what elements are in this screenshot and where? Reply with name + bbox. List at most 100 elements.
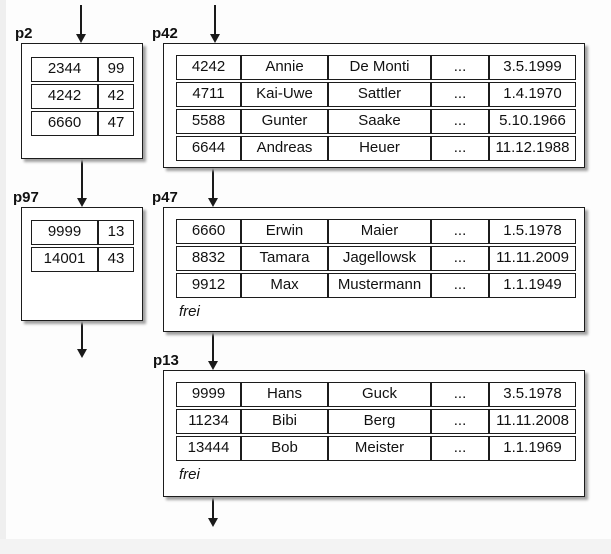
lastname-cell: Guck (328, 382, 431, 407)
id-cell: 6644 (176, 136, 241, 161)
ellipsis-cell: ... (431, 273, 489, 298)
table-row: 2344 99 (31, 57, 134, 82)
pointer-cell: 47 (98, 111, 134, 136)
key-cell: 6660 (31, 111, 98, 136)
page-label-p97: p97 (13, 189, 39, 206)
table-row: 14001 43 (31, 247, 134, 272)
lastname-cell: Saake (328, 109, 431, 134)
pointer-cell: 99 (98, 57, 134, 82)
arrowhead-icon (76, 34, 86, 43)
pointer-cell: 13 (98, 220, 134, 245)
free-space-label: frei (179, 303, 200, 320)
table-row: 8832 Tamara Jagellowsk ... 11.11.2009 (176, 246, 576, 271)
table-row: 5588 Gunter Saake ... 5.10.1966 (176, 109, 576, 134)
lastname-cell: Heuer (328, 136, 431, 161)
table-row: 9999 13 (31, 220, 134, 245)
date-cell: 11.11.2009 (489, 246, 576, 271)
ellipsis-cell: ... (431, 436, 489, 461)
table-row: 6660 47 (31, 111, 134, 136)
lastname-cell: Maier (328, 219, 431, 244)
date-cell: 1.1.1949 (489, 273, 576, 298)
ellipsis-cell: ... (431, 219, 489, 244)
key-cell: 14001 (31, 247, 98, 272)
id-cell: 9999 (176, 382, 241, 407)
arrow-p2-to-p97 (77, 159, 87, 207)
date-cell: 3.5.1978 (489, 382, 576, 407)
arrow-top-to-p42 (210, 5, 220, 43)
data-table-p13: 9999 Hans Guck ... 3.5.1978 11234 Bibi B… (176, 382, 576, 463)
firstname-cell: Tamara (241, 246, 328, 271)
ellipsis-cell: ... (431, 55, 489, 80)
firstname-cell: Andreas (241, 136, 328, 161)
arrowhead-icon (77, 198, 87, 207)
table-row: 4242 Annie De Monti ... 3.5.1999 (176, 55, 576, 80)
id-cell: 6660 (176, 219, 241, 244)
firstname-cell: Erwin (241, 219, 328, 244)
page-label-p42: p42 (152, 25, 178, 42)
date-cell: 1.1.1969 (489, 436, 576, 461)
firstname-cell: Bob (241, 436, 328, 461)
firstname-cell: Gunter (241, 109, 328, 134)
key-cell: 4242 (31, 84, 98, 109)
id-cell: 13444 (176, 436, 241, 461)
lastname-cell: Mustermann (328, 273, 431, 298)
index-table-p2: 2344 99 4242 42 6660 47 (31, 57, 134, 138)
page-box-p13: 9999 Hans Guck ... 3.5.1978 11234 Bibi B… (163, 370, 585, 497)
page-label-p2: p2 (15, 25, 33, 42)
key-cell: 9999 (31, 220, 98, 245)
ellipsis-cell: ... (431, 382, 489, 407)
table-row: 11234 Bibi Berg ... 11.11.2008 (176, 409, 576, 434)
pointer-cell: 43 (98, 247, 134, 272)
lastname-cell: De Monti (328, 55, 431, 80)
table-row: 9999 Hans Guck ... 3.5.1978 (176, 382, 576, 407)
date-cell: 1.5.1978 (489, 219, 576, 244)
arrowhead-icon (77, 349, 87, 358)
table-row: 6644 Andreas Heuer ... 11.12.1988 (176, 136, 576, 161)
table-row: 4242 42 (31, 84, 134, 109)
id-cell: 8832 (176, 246, 241, 271)
firstname-cell: Max (241, 273, 328, 298)
table-row: 4711 Kai-Uwe Sattler ... 1.4.1970 (176, 82, 576, 107)
arrowhead-icon (210, 34, 220, 43)
data-table-p47: 6660 Erwin Maier ... 1.5.1978 8832 Tamar… (176, 219, 576, 300)
firstname-cell: Bibi (241, 409, 328, 434)
lastname-cell: Sattler (328, 82, 431, 107)
table-row: 13444 Bob Meister ... 1.1.1969 (176, 436, 576, 461)
arrow-p42-to-p47 (208, 168, 218, 207)
page-edge-bottom (0, 539, 611, 554)
page-label-p47: p47 (152, 189, 178, 206)
firstname-cell: Hans (241, 382, 328, 407)
free-space-label: frei (179, 466, 200, 483)
page-edge-left (0, 0, 6, 554)
key-cell: 2344 (31, 57, 98, 82)
firstname-cell: Kai-Uwe (241, 82, 328, 107)
ellipsis-cell: ... (431, 136, 489, 161)
date-cell: 5.10.1966 (489, 109, 576, 134)
id-cell: 4242 (176, 55, 241, 80)
page-box-p97: 9999 13 14001 43 (21, 207, 143, 321)
date-cell: 11.11.2008 (489, 409, 576, 434)
table-row: 9912 Max Mustermann ... 1.1.1949 (176, 273, 576, 298)
arrow-p97-down (77, 321, 87, 358)
page-label-p13: p13 (153, 352, 179, 369)
pointer-cell: 42 (98, 84, 134, 109)
arrow-p47-to-p13 (208, 332, 218, 370)
lastname-cell: Berg (328, 409, 431, 434)
arrowhead-icon (208, 361, 218, 370)
ellipsis-cell: ... (431, 246, 489, 271)
id-cell: 5588 (176, 109, 241, 134)
arrow-p13-down (208, 497, 218, 527)
id-cell: 11234 (176, 409, 241, 434)
index-table-p97: 9999 13 14001 43 (31, 220, 134, 274)
date-cell: 11.12.1988 (489, 136, 576, 161)
date-cell: 1.4.1970 (489, 82, 576, 107)
arrow-top-to-p2 (76, 5, 86, 43)
lastname-cell: Jagellowsk (328, 246, 431, 271)
ellipsis-cell: ... (431, 409, 489, 434)
ellipsis-cell: ... (431, 82, 489, 107)
id-cell: 4711 (176, 82, 241, 107)
date-cell: 3.5.1999 (489, 55, 576, 80)
id-cell: 9912 (176, 273, 241, 298)
arrowhead-icon (208, 518, 218, 527)
